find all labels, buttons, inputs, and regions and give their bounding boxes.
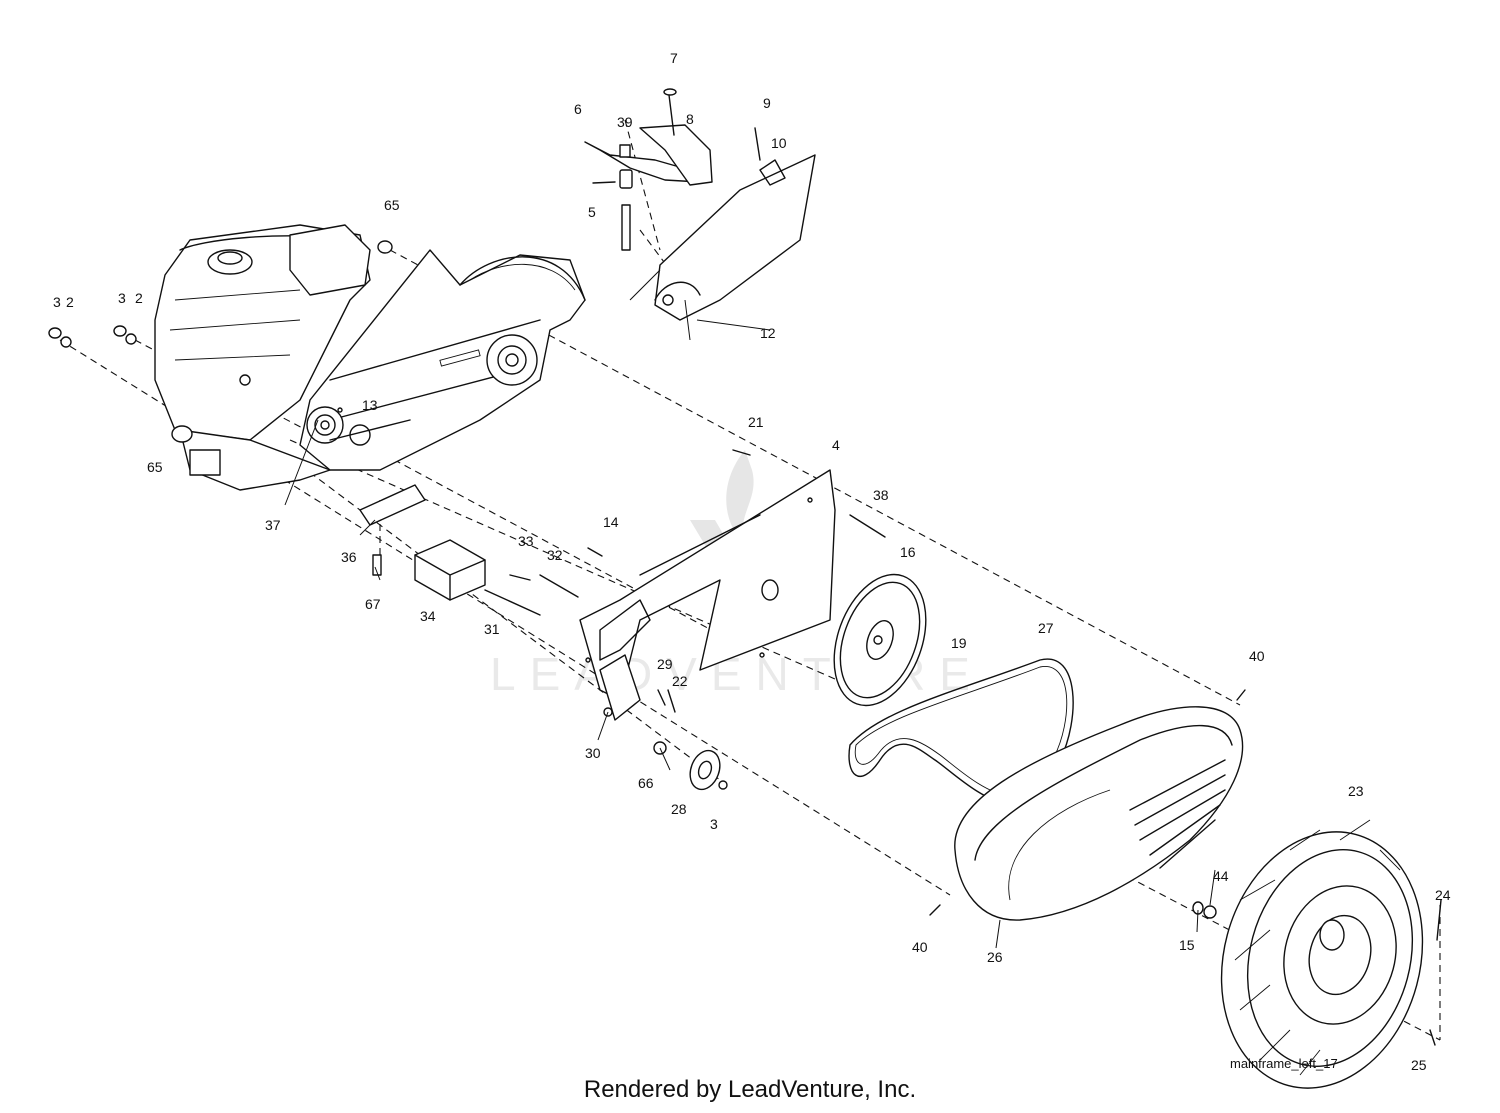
- callout-22: 22: [672, 673, 688, 689]
- callout-24: 24: [1435, 887, 1451, 903]
- callout-19: 19: [951, 635, 967, 651]
- wheel-tire: [1220, 819, 1424, 1089]
- callout-23: 23: [1348, 783, 1364, 799]
- part-65-nut-left: [171, 425, 193, 443]
- callout-4: 4: [832, 437, 840, 453]
- belt-cover: [954, 706, 1244, 921]
- callout-66: 66: [638, 775, 654, 791]
- callout-6: 6: [574, 101, 582, 117]
- callout-34: 34: [420, 608, 436, 624]
- callout-32: 32: [547, 547, 563, 563]
- callout-36: 36: [341, 549, 357, 565]
- callout-40-top: 40: [1249, 648, 1265, 664]
- callout-3-lower: 3: [710, 816, 718, 832]
- leader-lines: [359, 299, 1216, 949]
- callout-labels: 7 6 39 8 9 10 5 65 12 3 2 3 2 13 65 21 4…: [53, 50, 1451, 1073]
- callout-15: 15: [1179, 937, 1195, 953]
- frame-hardware: [284, 407, 886, 616]
- callout-38: 38: [873, 487, 889, 503]
- idler-hardware: [599, 654, 728, 791]
- callout-44: 44: [1213, 868, 1229, 884]
- part-65-nut-top: [377, 240, 393, 254]
- callout-37: 37: [265, 517, 281, 533]
- callout-28: 28: [671, 801, 687, 817]
- callout-2-mid: 2: [135, 290, 143, 306]
- depth-bar-bracket: [584, 88, 713, 251]
- callout-14: 14: [603, 514, 619, 530]
- callout-67: 67: [365, 596, 381, 612]
- callout-29: 29: [657, 656, 673, 672]
- callout-5: 5: [588, 204, 596, 220]
- callout-40-bottom: 40: [912, 939, 928, 955]
- main-frame: [299, 249, 586, 471]
- callout-65-left: 65: [147, 459, 163, 475]
- deflector-shield: [629, 127, 816, 321]
- figure-id: mainframe_left_17: [1230, 1056, 1338, 1071]
- callout-30: 30: [585, 745, 601, 761]
- callout-25: 25: [1411, 1057, 1427, 1073]
- callout-3-left: 3: [53, 294, 61, 310]
- callout-7: 7: [670, 50, 678, 66]
- engine: [154, 224, 371, 491]
- footer-credit: Rendered by LeadVenture, Inc.: [583, 1076, 917, 1103]
- pulley-16: [833, 573, 927, 707]
- callout-10: 10: [771, 135, 787, 151]
- callout-9: 9: [763, 95, 771, 111]
- callout-33: 33: [518, 533, 534, 549]
- callout-27: 27: [1038, 620, 1054, 636]
- washer-nut-set-left: [48, 325, 137, 348]
- wheel-hardware: [929, 689, 1442, 1046]
- callout-21: 21: [748, 414, 764, 430]
- callout-26: 26: [987, 949, 1003, 965]
- callout-3-mid: 3: [118, 290, 126, 306]
- callout-39: 39: [617, 114, 633, 130]
- callout-2-left: 2: [66, 294, 74, 310]
- callout-13: 13: [362, 397, 378, 413]
- callout-12: 12: [760, 325, 776, 341]
- callout-8: 8: [686, 111, 694, 127]
- callout-65-top: 65: [384, 197, 400, 213]
- callout-31: 31: [484, 621, 500, 637]
- callout-16: 16: [900, 544, 916, 560]
